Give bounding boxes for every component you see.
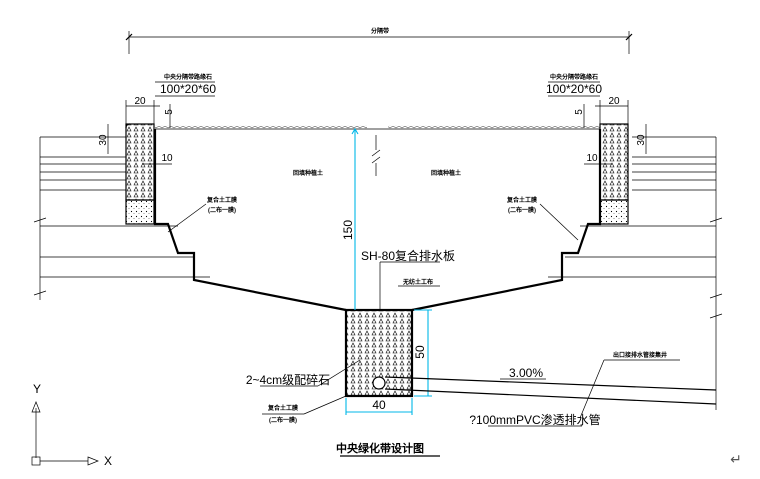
bottom-membrane-callout: 复合土工膜 (二布一膜)	[262, 395, 347, 424]
right-geotextile-callout: 复合土工膜 (二布一膜)	[506, 196, 579, 241]
right-dim-30: 30	[636, 134, 647, 146]
svg-text:(二布一膜): (二布一膜)	[508, 206, 536, 214]
x-axis-label: X	[104, 454, 112, 468]
return-symbol: ↵	[730, 451, 742, 467]
left-dim-30: 30	[98, 134, 109, 146]
left-dim-5: 5	[164, 109, 175, 115]
depth-dimension-150: 150	[341, 127, 359, 310]
road-layers-left	[33, 136, 210, 300]
trench-width-dimension: 40	[345, 398, 413, 415]
left-curb-dimensions: 20 5 30 10 中央分隔带路缘石 100*20*60	[98, 73, 216, 165]
trench-depth-dimension: 50	[413, 309, 432, 397]
outlet-label: 出口接排水管接集井	[613, 351, 667, 359]
gravel-callout: 2~4cm级配碎石	[246, 359, 361, 387]
road-layers-right	[548, 136, 723, 410]
gravel-label: 2~4cm级配碎石	[246, 372, 330, 387]
right-dim-20: 20	[608, 96, 620, 107]
overall-width-label: 分隔带	[371, 27, 389, 35]
drainage-trench	[344, 308, 414, 398]
svg-text:复合土工膜: 复合土工膜	[206, 196, 238, 204]
nonwoven-label: 无纺土工布	[402, 278, 433, 286]
left-dim-20: 20	[134, 96, 146, 107]
pipe-label: ?100mmPVC渗透排水管	[469, 412, 600, 427]
svg-text:(二布一膜): (二布一膜)	[269, 416, 297, 424]
right-curb-stone	[599, 123, 629, 225]
right-curb-size: 100*20*60	[546, 82, 602, 96]
svg-text:复合土工膜: 复合土工膜	[506, 196, 538, 204]
right-dim-5: 5	[574, 109, 585, 115]
left-curb-name: 中央分隔带路缘石	[164, 73, 212, 81]
overall-dimension: 分隔带	[125, 27, 633, 54]
left-dim-10: 10	[161, 153, 173, 164]
trench-width-label: 40	[372, 398, 386, 412]
drain-pipe: 3.00% 出口接排水管接集井 ?100mmPVC渗透排水管	[384, 351, 717, 427]
geotextile-profile	[153, 129, 602, 312]
y-axis-label: Y	[33, 382, 41, 396]
right-curb-dimensions: 20 5 30 10 中央分隔带路缘石 100*20*60	[546, 73, 647, 165]
slope-label: 3.00%	[509, 366, 543, 380]
svg-text:(二布一膜): (二布一膜)	[208, 206, 236, 214]
drawing-title-block: 中央绿化带设计图	[336, 441, 440, 457]
left-curb-size: 100*20*60	[160, 82, 216, 96]
left-geotextile-callout: 复合土工膜 (二布一膜)	[167, 196, 238, 233]
left-soil-label: 回填种植土	[293, 169, 323, 177]
sheet-label: SH-80复合排水板	[361, 248, 455, 263]
soil-surface	[155, 125, 600, 176]
drawing-title: 中央绿化带设计图	[336, 441, 424, 455]
ucs-axes-icon: Y X	[31, 382, 112, 468]
trench-depth-label: 50	[413, 345, 427, 359]
svg-text:复合土工膜: 复合土工膜	[267, 404, 299, 412]
depth-150-label: 150	[341, 220, 355, 240]
right-soil-label: 回填种植土	[431, 169, 461, 177]
left-curb-stone	[125, 123, 155, 225]
sheet-callout: SH-80复合排水板 无纺土工布	[361, 248, 455, 310]
right-curb-name: 中央分隔带路缘石	[550, 73, 598, 81]
pvc-pipe-section	[372, 376, 386, 390]
right-dim-10: 10	[586, 153, 598, 164]
